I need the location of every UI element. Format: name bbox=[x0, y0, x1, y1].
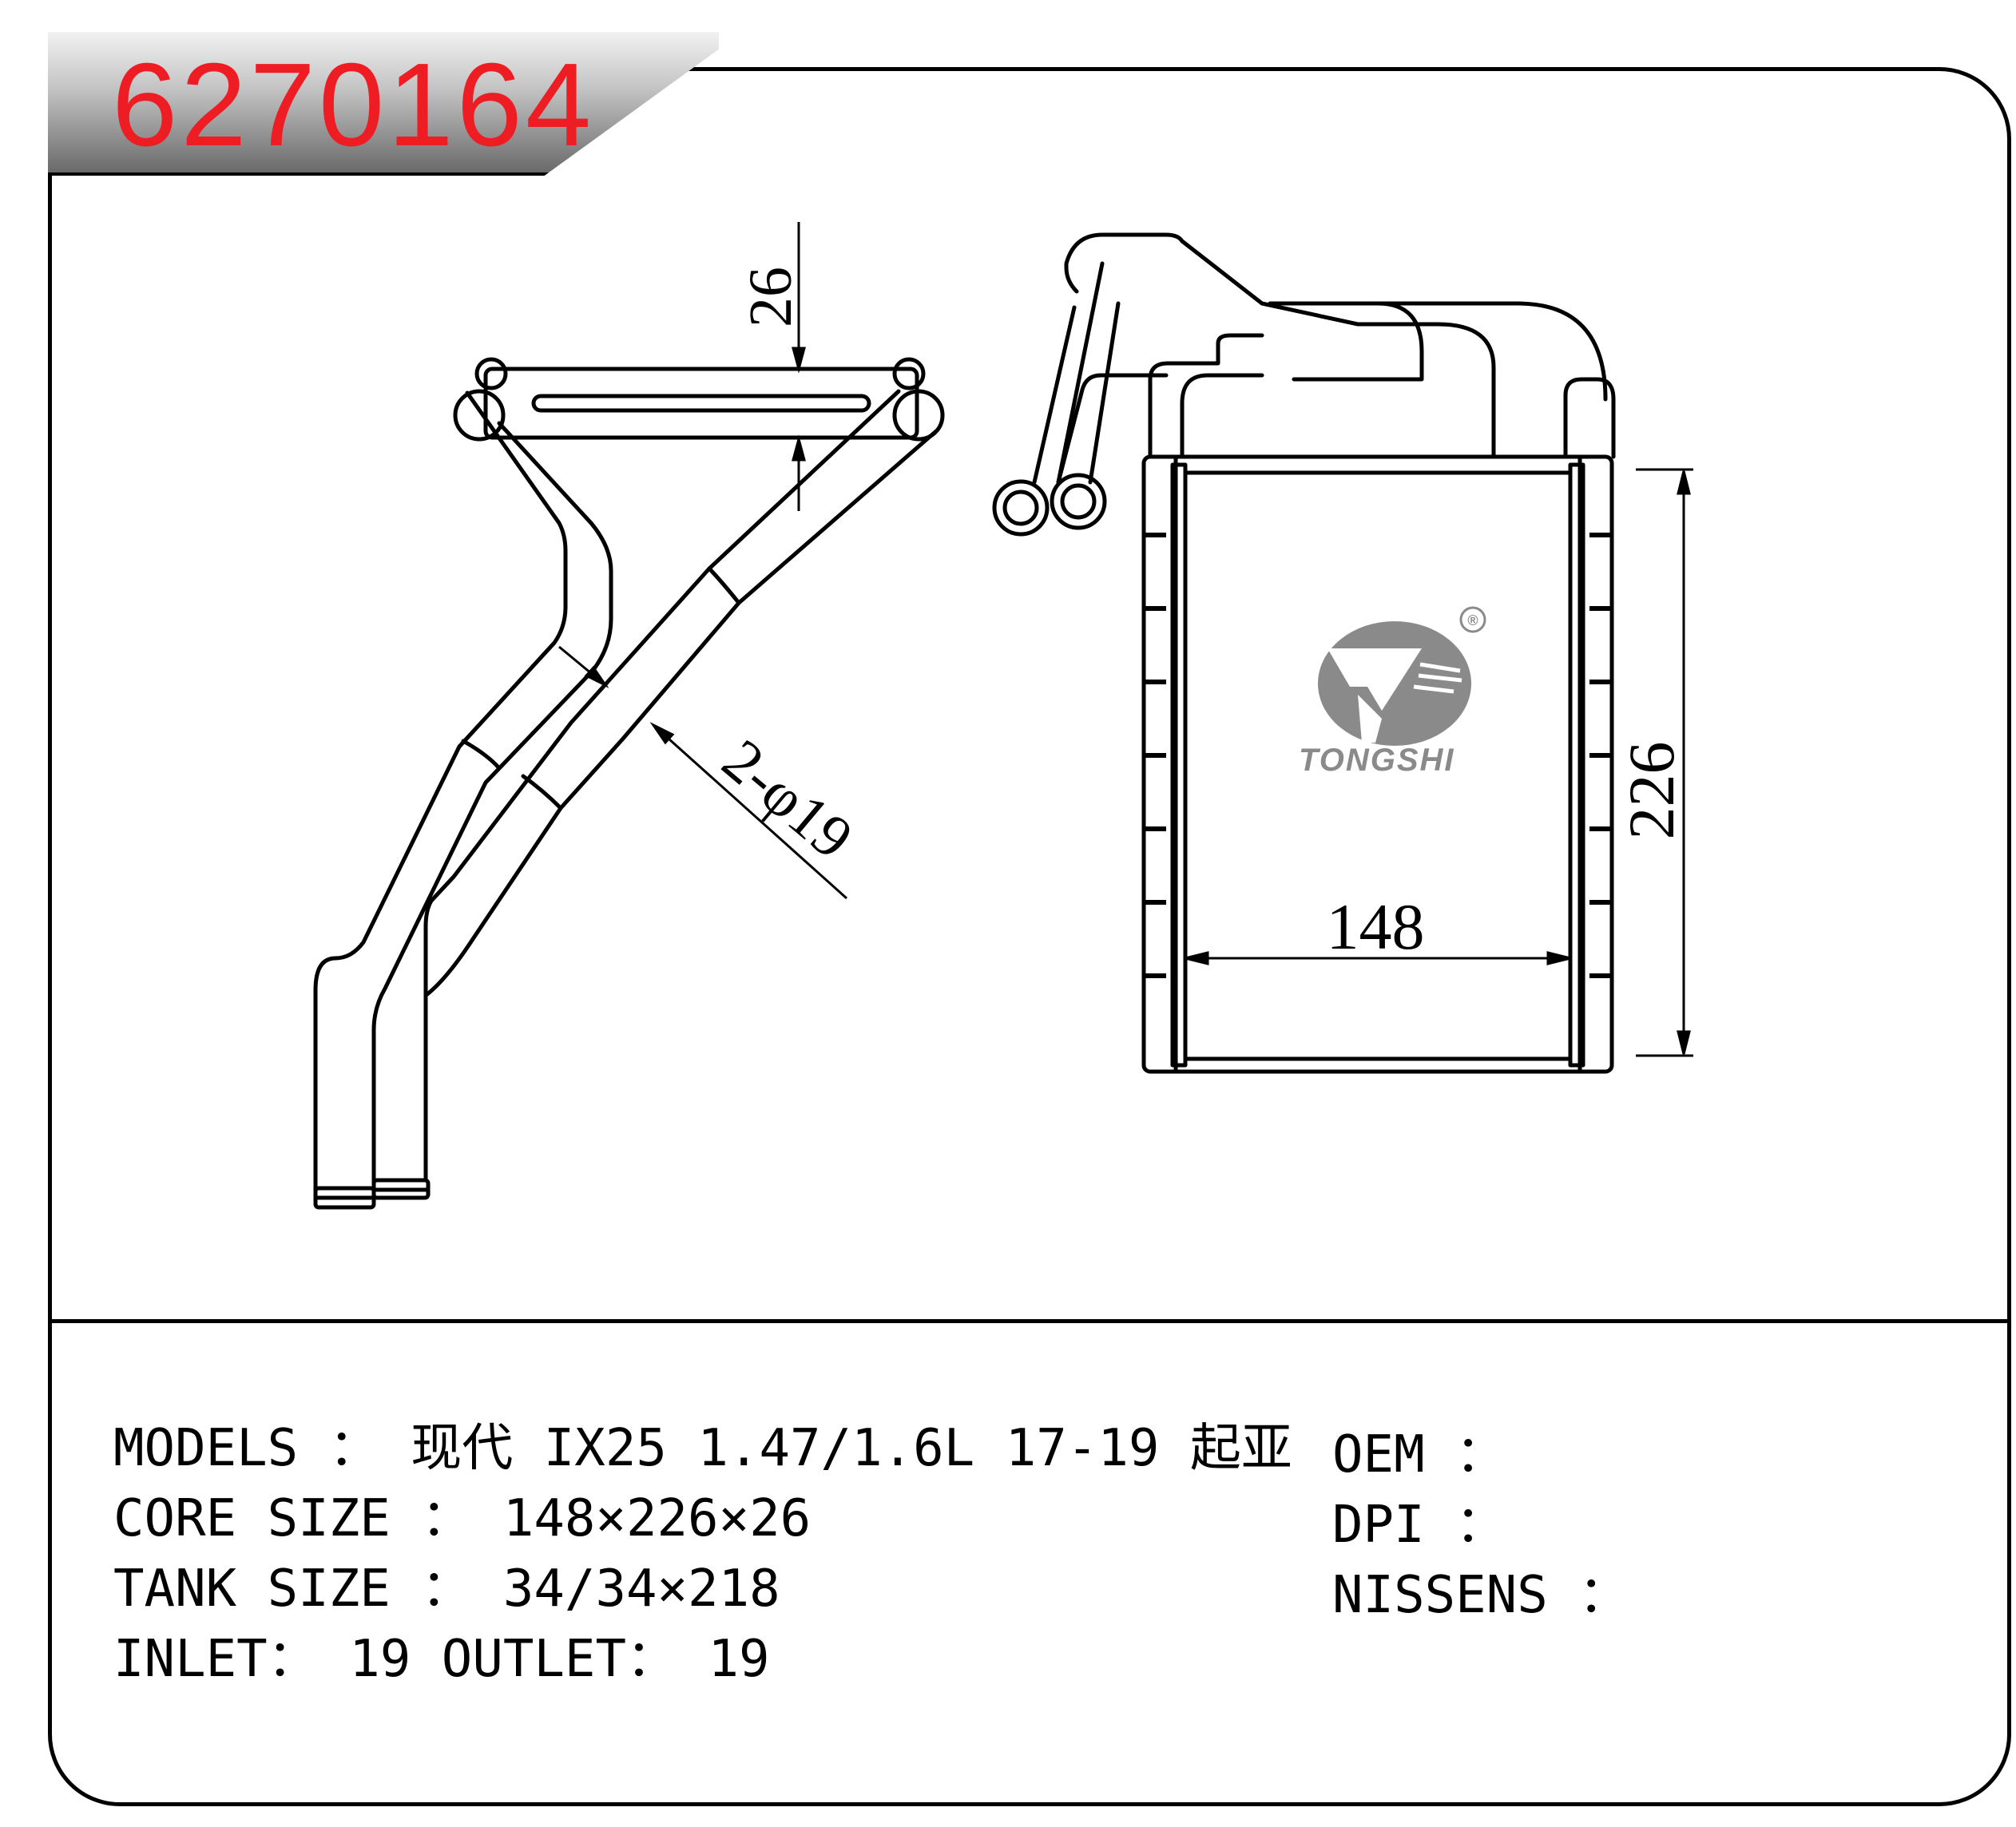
side-core-plate bbox=[483, 367, 919, 440]
spec-oem: OEM ： bbox=[1332, 1425, 1507, 1484]
spec-label: DPI bbox=[1332, 1496, 1425, 1555]
side-core-slot bbox=[531, 394, 871, 413]
side-view bbox=[313, 357, 945, 1210]
spec-tank-size: TANK SIZE ： 34/34×218 bbox=[113, 1559, 780, 1619]
left-tank-strip bbox=[1170, 462, 1188, 1068]
side-fitting-left bbox=[474, 357, 508, 390]
spec-value: 34/34×218 bbox=[502, 1559, 780, 1619]
spec-nissens: NISSENS ： bbox=[1332, 1566, 1630, 1625]
dim-pipe: 2-φ19 bbox=[710, 727, 865, 872]
front-core-face bbox=[1173, 454, 1582, 1074]
registered-mark: ® bbox=[1467, 612, 1478, 628]
spec-models: MODELS ： 现代 IX25 1.47/1.6L 17-19 起亚 bbox=[113, 1419, 1292, 1478]
arrow-148-right bbox=[1546, 951, 1571, 965]
drawing-frame bbox=[48, 67, 2011, 1806]
arrow-pipe-leader-1 bbox=[584, 665, 609, 688]
spec-dpi: DPI ： bbox=[1332, 1496, 1507, 1555]
pipe-end-2 bbox=[1050, 473, 1107, 530]
front-pipe-down-4 bbox=[1056, 373, 1169, 485]
front-pipe-down-3 bbox=[1088, 301, 1121, 485]
front-pipe-left-short bbox=[1148, 333, 1264, 459]
front-pipe-down-1 bbox=[1056, 261, 1105, 485]
pipe-b-outer bbox=[425, 429, 939, 997]
arrow-148-left bbox=[1185, 951, 1209, 965]
dim-thickness: 26 bbox=[737, 267, 804, 327]
pipe-a-inner bbox=[371, 421, 613, 1188]
spec-inlet-outlet: INLET： 19 OUTLET： 19 bbox=[113, 1630, 770, 1689]
spec-label: INLET bbox=[113, 1630, 268, 1689]
pipe-end-1 bbox=[992, 479, 1050, 537]
front-pipe-outer bbox=[1064, 232, 1496, 459]
spec-label: NISSENS bbox=[1332, 1566, 1548, 1625]
spec-label: CORE SIZE bbox=[113, 1489, 391, 1548]
side-end-left bbox=[453, 389, 506, 442]
spec-core-size: CORE SIZE ： 148×226×26 bbox=[113, 1489, 812, 1548]
front-pipe-left-inner bbox=[1180, 373, 1264, 459]
spec-label: MODELS bbox=[113, 1419, 299, 1478]
spec-value: 现代 IX25 1.47/1.6L 17-19 起亚 bbox=[411, 1419, 1292, 1478]
part-number: 6270164 bbox=[112, 39, 595, 171]
front-pipe-down-2 bbox=[1032, 305, 1077, 485]
seam-3 bbox=[707, 566, 741, 605]
arrow-226-bottom bbox=[1677, 1030, 1691, 1055]
section-divider bbox=[48, 1319, 2011, 1323]
front-pipe-top bbox=[1355, 301, 1608, 402]
pipe-a-outer bbox=[313, 390, 568, 1204]
tongshi-logo-icon bbox=[1318, 606, 1486, 746]
spec-value: 19 OUTLET： 19 bbox=[349, 1630, 770, 1689]
pipe-b-inner bbox=[423, 389, 901, 1183]
brand-name: TONGSHI bbox=[1299, 743, 1455, 778]
side-end-right bbox=[892, 389, 945, 442]
arrow-226-top bbox=[1677, 470, 1691, 495]
front-view bbox=[992, 232, 1616, 1074]
side-fitting-right bbox=[892, 357, 926, 390]
seam-2 bbox=[521, 774, 563, 810]
tank-fins bbox=[1144, 533, 1612, 978]
dimension-lines bbox=[558, 222, 1693, 1057]
arrow-26-top bbox=[792, 347, 806, 374]
spec-value: 148×226×26 bbox=[502, 1489, 812, 1548]
dim-width: 148 bbox=[1327, 890, 1425, 963]
arrow-26-bottom bbox=[792, 434, 806, 462]
spec-label: TANK SIZE bbox=[113, 1559, 391, 1619]
arrow-pipe-leader-2 bbox=[649, 722, 675, 745]
front-pipe-mid bbox=[1268, 301, 1424, 382]
right-tank-strip bbox=[1568, 462, 1585, 1068]
seam-1 bbox=[461, 739, 502, 771]
dim-height: 226 bbox=[1615, 742, 1688, 840]
front-pipe-right bbox=[1563, 377, 1616, 459]
spec-label: OEM bbox=[1332, 1425, 1425, 1484]
